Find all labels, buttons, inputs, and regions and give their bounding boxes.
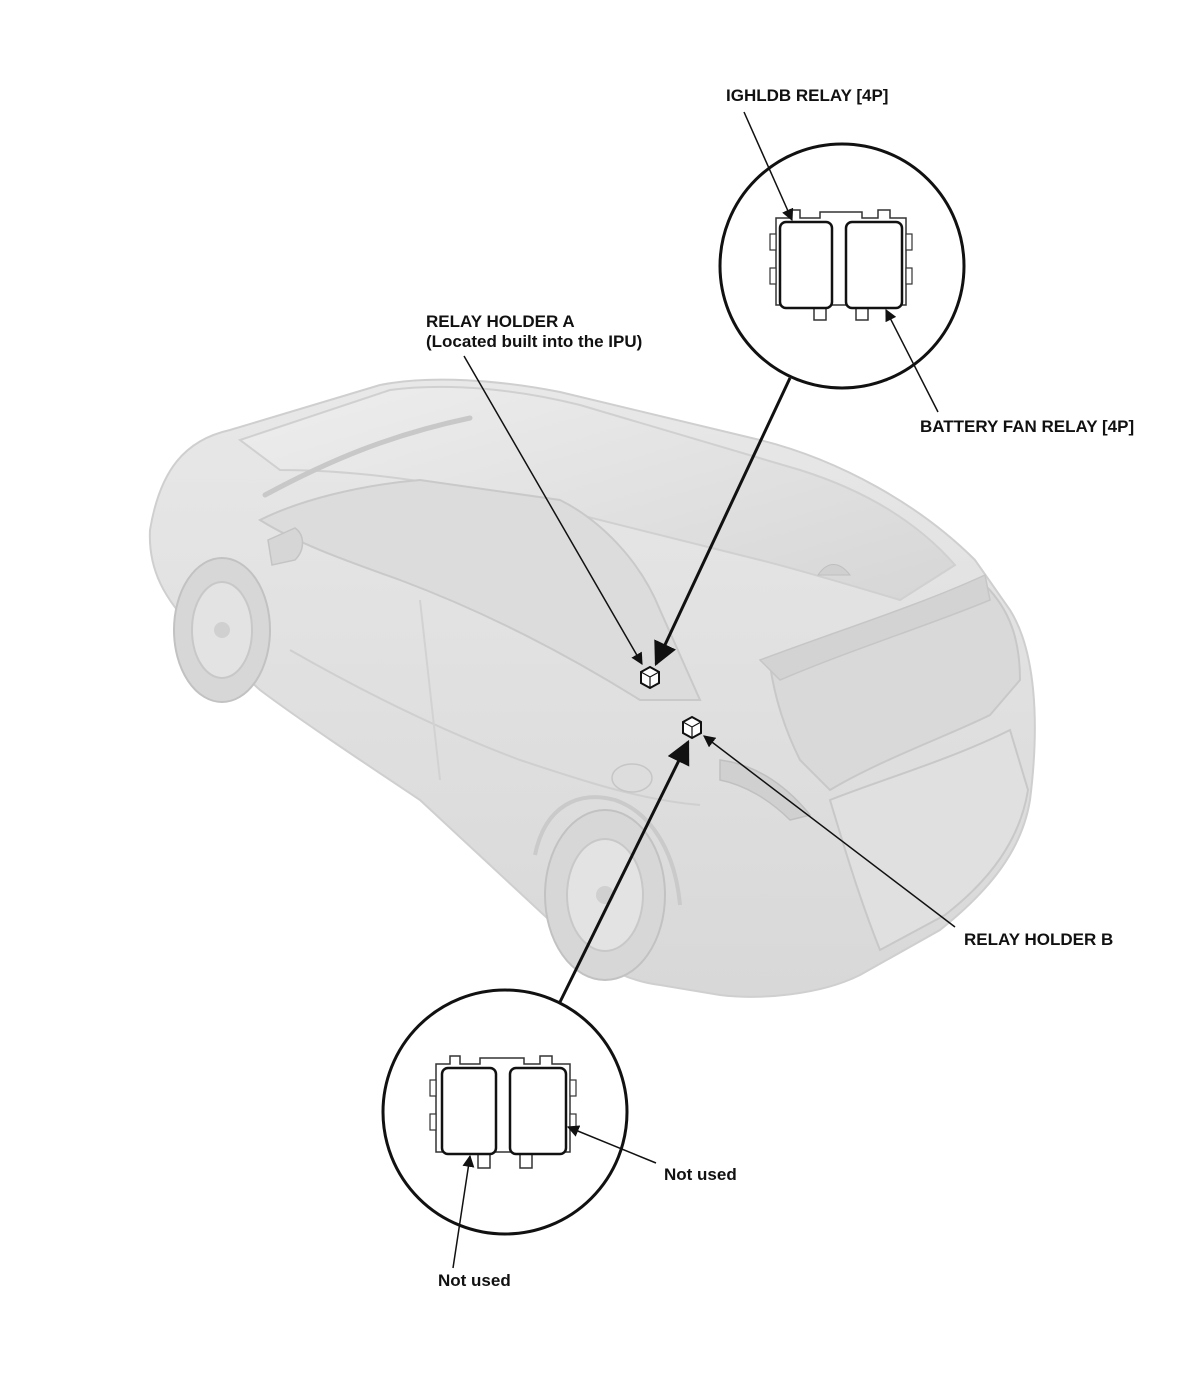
relay-b-left-slot — [440, 1066, 498, 1156]
vehicle-antenna — [817, 564, 852, 576]
leader-battery-fan-relay — [885, 308, 939, 413]
leader-not-used-bottom — [452, 1154, 475, 1269]
ighldb-relay-label: IGHLDB RELAY [4P] — [726, 86, 889, 105]
vehicle-side-windows — [257, 478, 702, 701]
relay-holder-a-marker — [640, 665, 660, 690]
leader-not-used-right — [566, 1125, 657, 1164]
leader-detail-b-to-holder-b — [558, 739, 690, 1003]
vehicle-spoiler — [758, 573, 991, 681]
vehicle-front-wheel — [173, 557, 271, 703]
relay-b-right-slot — [508, 1066, 568, 1156]
not-used-bottom-label: Not used — [438, 1271, 511, 1290]
relay-holder-b-marker — [682, 715, 702, 740]
relay-holder-a-label-line1: RELAY HOLDER A — [426, 312, 575, 331]
battery-fan-relay-label: BATTERY FAN RELAY [4P] — [920, 417, 1135, 436]
vehicle-body-crease — [289, 649, 701, 806]
leader-relay-holder-a — [463, 355, 643, 666]
vehicle-illustration — [148, 378, 1036, 998]
vehicle-door-line — [419, 599, 441, 781]
relay-holder-a-detail-view — [718, 142, 966, 390]
vehicle-fuel-door — [611, 763, 653, 793]
vehicle-rear-hatch — [828, 728, 1030, 952]
vehicle-rear-wheel — [544, 809, 666, 981]
relay-holder-b-label: RELAY HOLDER B — [964, 930, 1114, 949]
vehicle-side-mirror — [267, 527, 304, 566]
battery-fan-relay-body — [844, 220, 904, 310]
relay-holder-a-label-line2: (Located built into the IPU) — [426, 332, 643, 351]
leader-ighldb-relay — [743, 111, 794, 222]
relay-holder-a-label: RELAY HOLDER A (Located built into the I… — [426, 312, 642, 352]
ighldb-relay-body — [778, 220, 834, 310]
vehicle-rear-wheel-arch — [533, 795, 682, 906]
not-used-right-label: Not used — [664, 1165, 737, 1184]
vehicle-tail-light — [719, 759, 812, 821]
leader-detail-a-to-holder-a — [654, 377, 792, 667]
vehicle-roof-rail — [262, 415, 473, 498]
relay-holder-b-detail-view — [381, 988, 629, 1236]
leader-relay-holder-b — [703, 735, 956, 928]
